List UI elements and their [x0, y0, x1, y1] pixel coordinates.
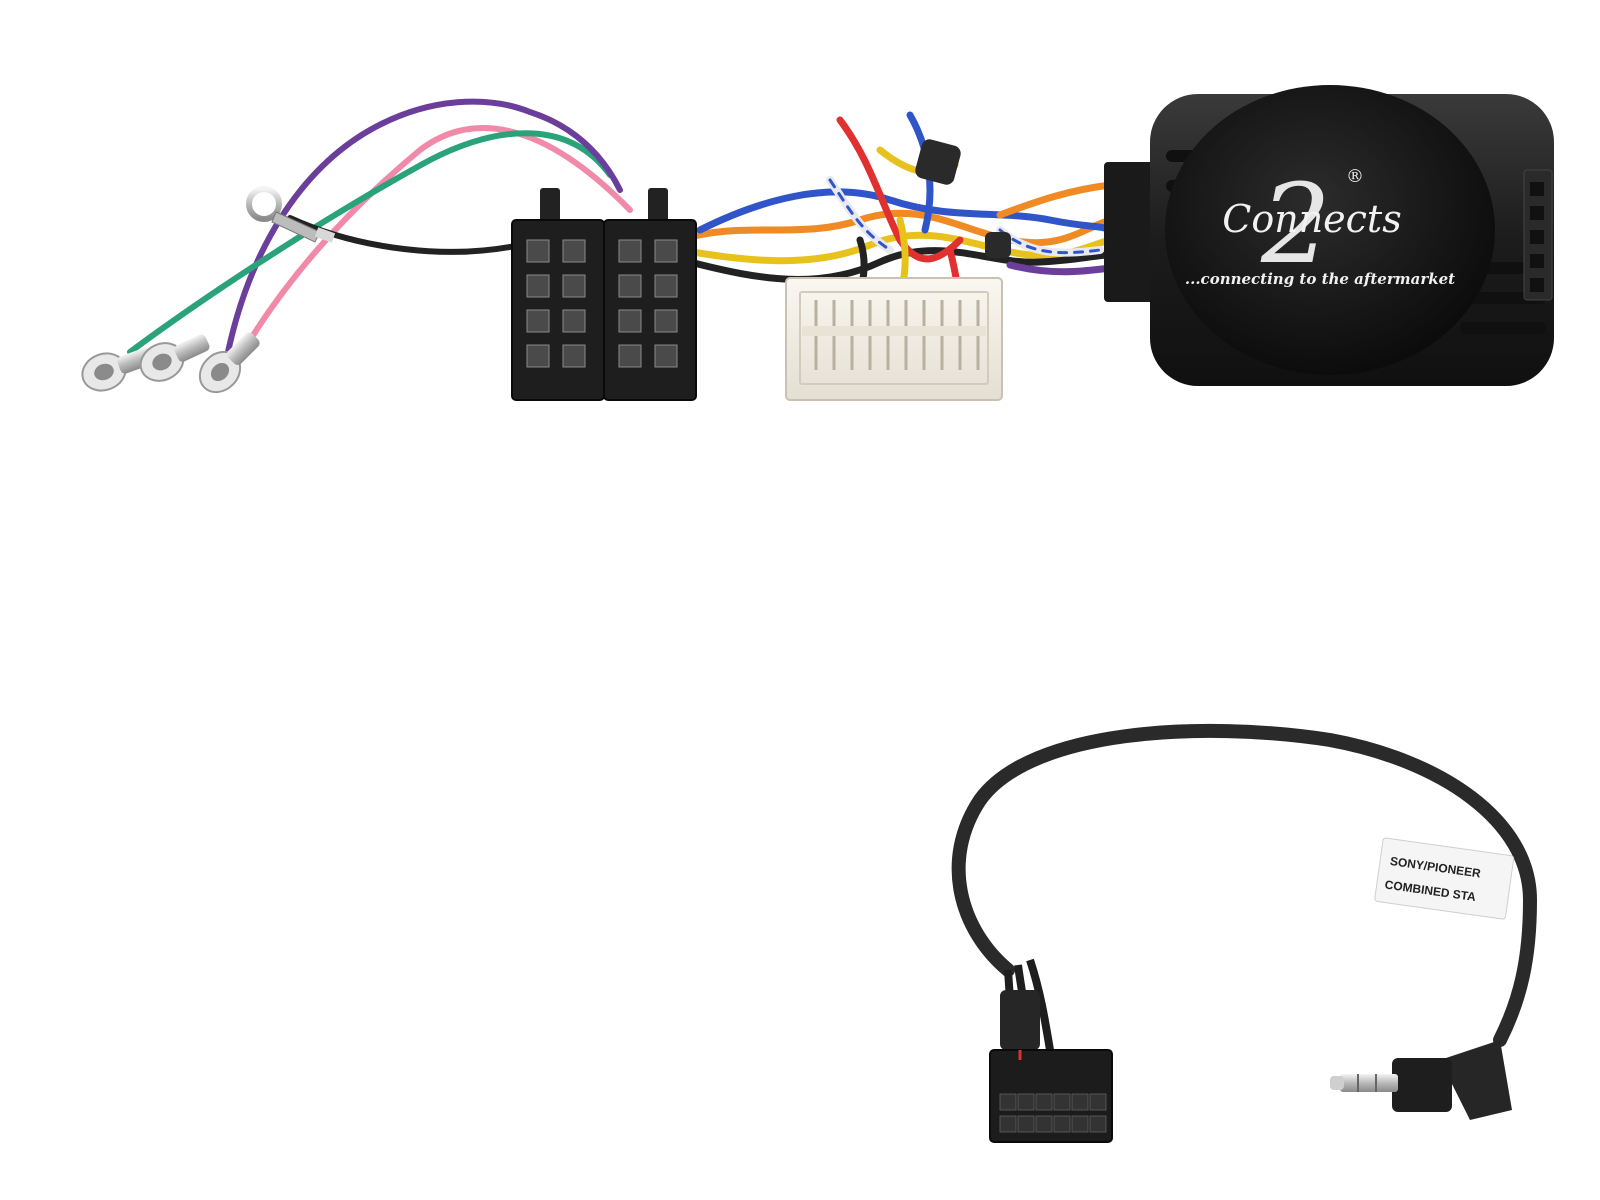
cable-label: SONY/PIONEER COMBINED STA [1374, 837, 1515, 920]
registered-mark: ® [1346, 166, 1364, 187]
multi-pin-plug [989, 958, 1113, 1143]
module-socket [1523, 169, 1553, 301]
patch-lead-cable [951, 723, 1538, 1047]
bullet-terminal [198, 332, 260, 394]
pink-wire [235, 125, 633, 363]
violet-wire-2 [527, 109, 623, 193]
steering-interface-harness: 2 Connects ® ...connecting to the afterm… [81, 85, 1554, 401]
bullet-terminal [139, 334, 210, 382]
brand-word: Connects [1222, 197, 1401, 241]
green-wire [127, 130, 613, 355]
patch-lead: SONY/PIONEER COMBINED STA [951, 723, 1538, 1143]
interface-module: 2 Connects ® ...connecting to the afterm… [1104, 85, 1554, 386]
module-tagline: ...connecting to the aftermarket [1185, 270, 1455, 288]
vehicle-connector [785, 277, 1003, 401]
purple-wire [225, 98, 533, 355]
black-earth-wire [287, 215, 523, 255]
bullet-terminals [81, 332, 260, 394]
iso-connector [603, 188, 697, 401]
loose-wires [127, 98, 633, 363]
ring-terminal [246, 186, 336, 243]
brand-digit: 2 [1260, 160, 1331, 288]
jack-plug [1330, 1040, 1512, 1120]
iso-connector [511, 188, 605, 401]
heatshrink [915, 139, 1011, 258]
bullet-terminal [81, 347, 153, 392]
iso-connector-pair [511, 188, 697, 401]
